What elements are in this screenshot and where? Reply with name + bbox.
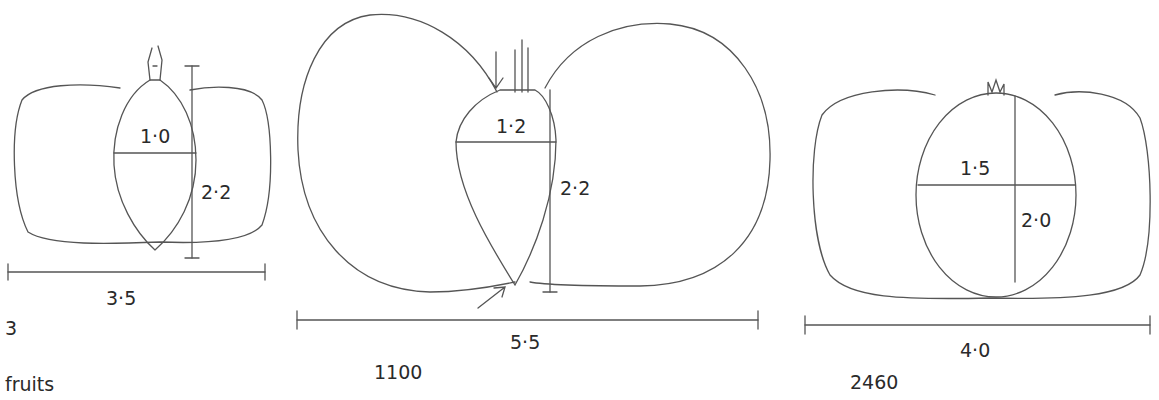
seed-outline bbox=[916, 93, 1076, 297]
tick bbox=[1149, 316, 1150, 334]
sample-number: 2460 bbox=[848, 372, 900, 393]
height-line bbox=[549, 90, 550, 292]
tick bbox=[804, 316, 805, 334]
note-text: fruits bbox=[3, 374, 56, 395]
pointer-arrow bbox=[489, 52, 503, 88]
seed-beak bbox=[148, 46, 162, 80]
tick bbox=[543, 291, 557, 292]
fruit-lobe bbox=[298, 14, 515, 292]
dimension-label: 2·2 bbox=[558, 178, 592, 199]
fruit-outline bbox=[813, 90, 1150, 298]
scale-bar bbox=[297, 319, 758, 320]
width-line bbox=[918, 184, 1075, 185]
scale-bar bbox=[805, 324, 1150, 325]
width-line bbox=[456, 141, 556, 142]
scale-label: 5·5 bbox=[508, 332, 542, 353]
seed-outline bbox=[114, 80, 196, 250]
scale-bar bbox=[8, 271, 265, 272]
dimension-label: 2·2 bbox=[199, 182, 233, 203]
tick bbox=[296, 311, 297, 329]
fruit-outline bbox=[14, 85, 270, 244]
height-line bbox=[1014, 96, 1015, 282]
tick bbox=[7, 264, 8, 280]
dimension-label: 1·5 bbox=[958, 158, 992, 179]
height-line bbox=[191, 66, 192, 258]
scale-label: 3·5 bbox=[104, 288, 138, 309]
fruit-lobe bbox=[530, 24, 770, 286]
pointer-arrow bbox=[478, 287, 505, 308]
dimension-label: 2·0 bbox=[1019, 210, 1053, 231]
width-line bbox=[114, 152, 196, 153]
tick bbox=[185, 65, 199, 66]
seed-outline bbox=[456, 90, 556, 285]
sample-number: 1100 bbox=[372, 362, 424, 383]
seed-beak bbox=[515, 40, 528, 92]
scale-label: 4·0 bbox=[958, 340, 992, 361]
dimension-label: 1·2 bbox=[494, 116, 528, 137]
tick bbox=[264, 264, 265, 280]
dimension-label: 1·0 bbox=[138, 126, 172, 147]
tick bbox=[757, 311, 758, 329]
note-text: 3 bbox=[3, 318, 19, 339]
tick bbox=[185, 257, 199, 258]
seed-beak bbox=[988, 80, 1004, 95]
